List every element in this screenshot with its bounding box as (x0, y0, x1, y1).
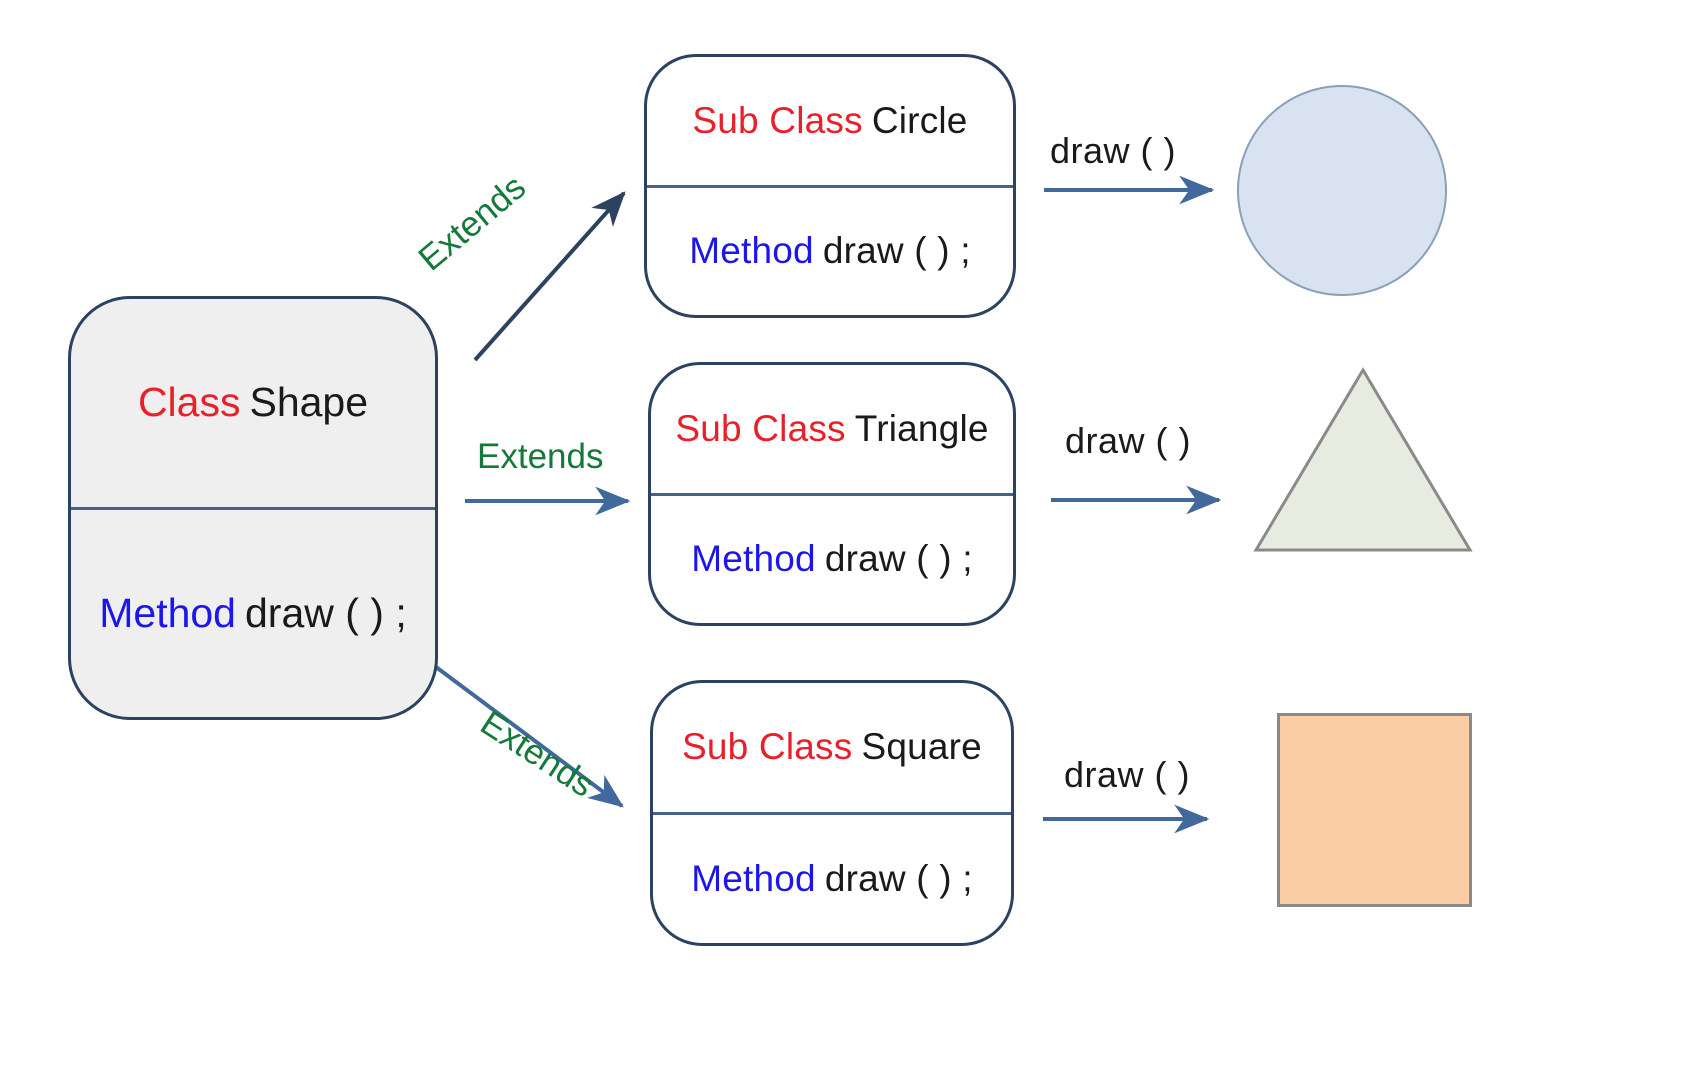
method-signature: draw ( ) ; (824, 538, 973, 580)
draw-label-square: draw ( ) (1064, 754, 1191, 795)
draw-label-triangle: draw ( ) (1065, 420, 1192, 461)
method-signature: draw ( ) ; (245, 589, 407, 636)
extends-label-circle: Extends (411, 167, 534, 279)
subclass-keyword: Sub Class (682, 726, 853, 768)
method-keyword: Method (691, 857, 816, 899)
method-keyword: Method (691, 538, 816, 580)
draw-label-circle: draw ( ) (1050, 130, 1177, 171)
method-signature: draw ( ) ; (822, 230, 971, 272)
subclass-name: Circle (871, 99, 968, 141)
result-shape-circle (1237, 85, 1447, 296)
method-keyword: Method (99, 589, 236, 636)
subclass-keyword: Sub Class (692, 99, 863, 141)
extends-label-square: Extends (473, 703, 601, 805)
subclass-name: Triangle (854, 407, 989, 449)
method-keyword: Method (689, 230, 814, 272)
extends-label-triangle: Extends (477, 437, 604, 476)
class-keyword: Class (137, 379, 241, 426)
class-name: Shape (249, 379, 369, 426)
subclass-keyword: Sub Class (675, 407, 846, 449)
method-signature: draw ( ) ; (824, 857, 973, 899)
result-shape-triangle (1253, 367, 1473, 552)
subclass-name: Square (861, 726, 982, 768)
result-shape-square (1277, 713, 1472, 907)
